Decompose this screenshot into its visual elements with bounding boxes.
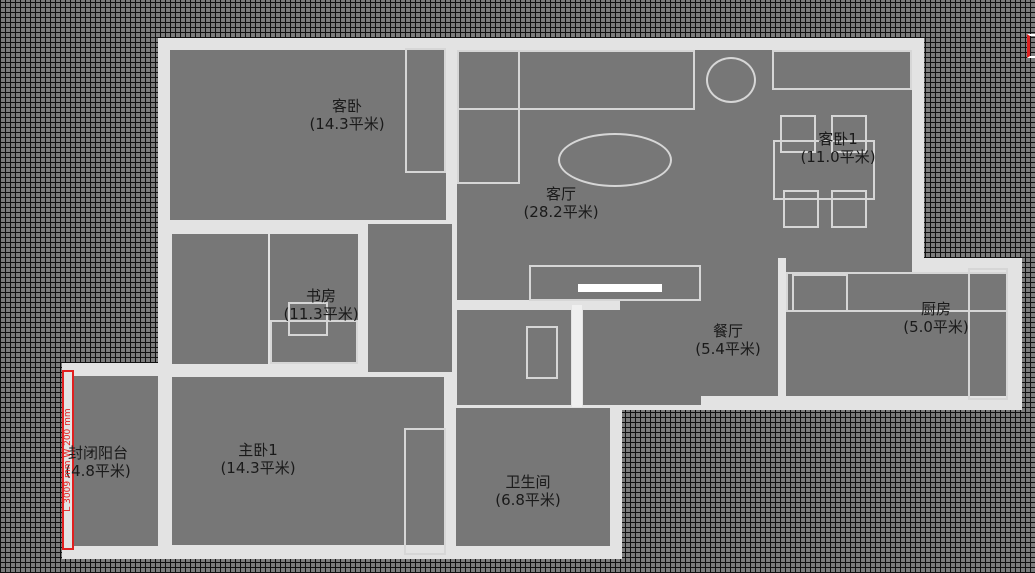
desk-chair[interactable]: [288, 302, 328, 336]
room-label: 客卧1(11.0平米): [800, 130, 876, 166]
cabinet[interactable]: [772, 50, 912, 90]
chair[interactable]: [831, 115, 867, 153]
room-balcony[interactable]: [72, 376, 158, 546]
room-master[interactable]: [172, 377, 444, 545]
room-hall[interactable]: [457, 310, 571, 405]
room-label: 厨房(5.0平米): [903, 300, 969, 336]
chair[interactable]: [831, 190, 867, 228]
room-study-left[interactable]: [172, 234, 268, 364]
room-study[interactable]: [270, 234, 358, 364]
room-hall2[interactable]: [583, 310, 701, 405]
room-label: 客厅(28.2平米): [523, 185, 599, 221]
selected-wall[interactable]: [62, 370, 74, 550]
partition[interactable]: [572, 305, 582, 407]
round-table[interactable]: [706, 57, 756, 103]
selection-marker[interactable]: [1027, 34, 1035, 58]
kitchen-counter-side[interactable]: [968, 268, 1008, 400]
room-label: 客卧(14.3平米): [309, 97, 385, 133]
room-bathroom[interactable]: [456, 408, 610, 546]
room-corridor[interactable]: [368, 224, 452, 372]
room-guest-bedroom[interactable]: [170, 50, 446, 220]
room-label: 餐厅(5.4平米): [695, 322, 761, 358]
desk[interactable]: [270, 320, 358, 364]
coffee-table[interactable]: [558, 133, 672, 187]
room-label: 主卧1(14.3平米): [220, 441, 296, 477]
chair[interactable]: [780, 115, 816, 153]
room-living[interactable]: [457, 50, 912, 300]
chair[interactable]: [783, 190, 819, 228]
tv-cabinet[interactable]: [529, 265, 701, 301]
shoe-cabinet[interactable]: [526, 326, 558, 379]
room-label: 封闭阳台(4.8平米): [65, 444, 131, 480]
tv[interactable]: [578, 284, 662, 292]
sofa-side[interactable]: [457, 50, 520, 184]
wardrobe[interactable]: [405, 48, 446, 173]
kitchen-overlay: [786, 312, 968, 396]
room-label: 书房(11.3平米): [283, 287, 359, 323]
room-label: 卫生间(6.8平米): [495, 473, 561, 509]
wall-dimension-label: L 3009 mm W 200 mm: [63, 408, 73, 512]
kitchen-wall-overlay: [778, 258, 786, 410]
master-wardrobe[interactable]: [404, 428, 446, 555]
dining-table[interactable]: [773, 140, 875, 200]
